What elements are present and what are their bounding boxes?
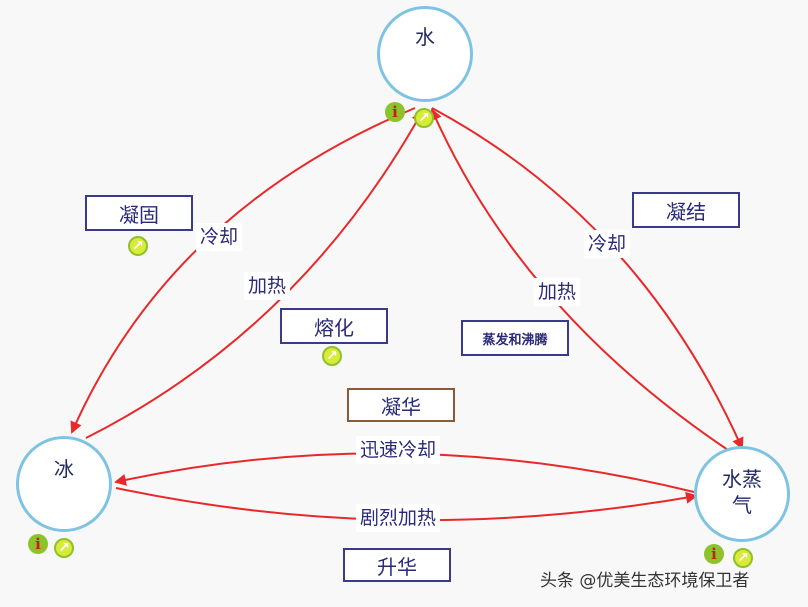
- deposition-box: 凝华: [347, 388, 455, 422]
- ice-state-circle[interactable]: [16, 436, 112, 532]
- solidify-box: 凝固: [85, 195, 193, 231]
- arrow-water-to-ice: [70, 107, 416, 434]
- melt-box: 熔化: [280, 308, 388, 344]
- sublimation-box: 升华: [343, 548, 451, 582]
- cool-left-label: 冷却: [196, 223, 243, 251]
- link-icon[interactable]: [54, 538, 74, 558]
- heat-right-label: 加热: [534, 278, 581, 306]
- link-icon[interactable]: [733, 548, 753, 568]
- water-state-circle[interactable]: [377, 6, 473, 102]
- link-icon[interactable]: [128, 236, 148, 256]
- evaporate-boil-box: 蒸发和沸腾: [461, 320, 569, 356]
- vapor-state-label-line2: 气: [732, 493, 752, 517]
- condense-box: 凝结: [632, 192, 740, 228]
- heat-left-label: 加热: [244, 272, 291, 300]
- watermark-text: 头条 @优美生态环境保卫者: [540, 571, 750, 591]
- cool-right-label: 冷却: [584, 230, 631, 258]
- link-icon[interactable]: [322, 346, 342, 366]
- vapor-state-label-line1: 水蒸: [722, 467, 762, 491]
- vapor-state-circle[interactable]: [694, 446, 790, 542]
- arrow-water-to-vapor: [431, 107, 744, 450]
- info-icon[interactable]: [704, 544, 724, 564]
- ice-state-label: 冰: [54, 457, 74, 481]
- info-icon[interactable]: [28, 534, 48, 554]
- intense-heat-label: 剧烈加热: [356, 504, 441, 532]
- arrow-ice-to-water: [85, 110, 423, 439]
- info-icon[interactable]: [385, 102, 405, 122]
- rapid-cool-label: 迅速冷却: [356, 436, 441, 464]
- water-state-label: 水: [415, 25, 435, 49]
- link-icon[interactable]: [414, 108, 434, 128]
